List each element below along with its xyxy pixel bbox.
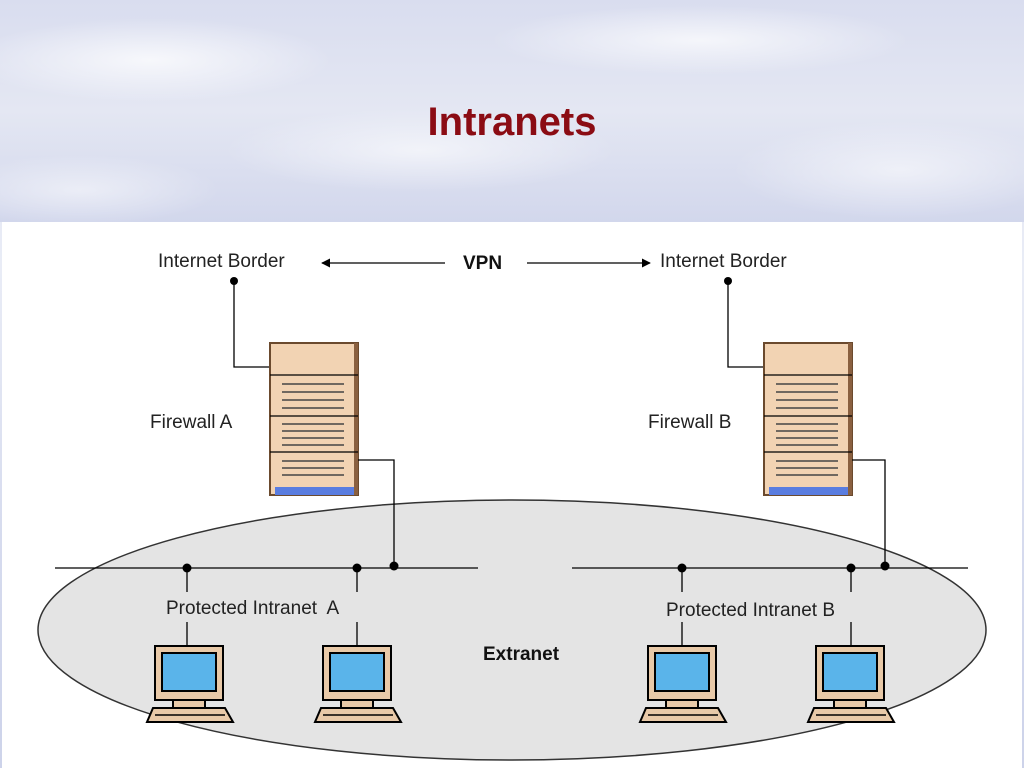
lan-a-firewall-node	[389, 561, 399, 571]
computer-icon	[145, 645, 235, 723]
intranet-b-label: Protected Intranet B	[666, 600, 835, 621]
firewall-server-icon	[763, 342, 853, 496]
vpn-label: VPN	[463, 253, 502, 274]
firewall-server-icon	[269, 342, 359, 496]
internet-border-right-label: Internet Border	[660, 251, 787, 272]
connector-firewall-b-lan	[852, 459, 886, 566]
extranet-ellipse	[37, 499, 987, 761]
extranet-label: Extranet	[483, 644, 560, 665]
intranet-a-label: Protected Intranet A	[166, 598, 340, 619]
page-title: Intranets	[427, 100, 597, 144]
header-background	[0, 0, 1024, 222]
firewall-a-label: Firewall A	[150, 412, 233, 433]
computer-icon	[313, 645, 403, 723]
computer-icon	[806, 645, 896, 723]
lan-b-firewall-node	[880, 561, 890, 571]
internet-border-left-label: Internet Border	[158, 251, 285, 272]
connector-border-firewall-b	[727, 281, 766, 368]
connector-firewall-a-lan	[358, 459, 395, 566]
connector-border-firewall-a	[233, 281, 272, 368]
firewall-b-label: Firewall B	[648, 412, 731, 433]
computer-icon	[638, 645, 728, 723]
